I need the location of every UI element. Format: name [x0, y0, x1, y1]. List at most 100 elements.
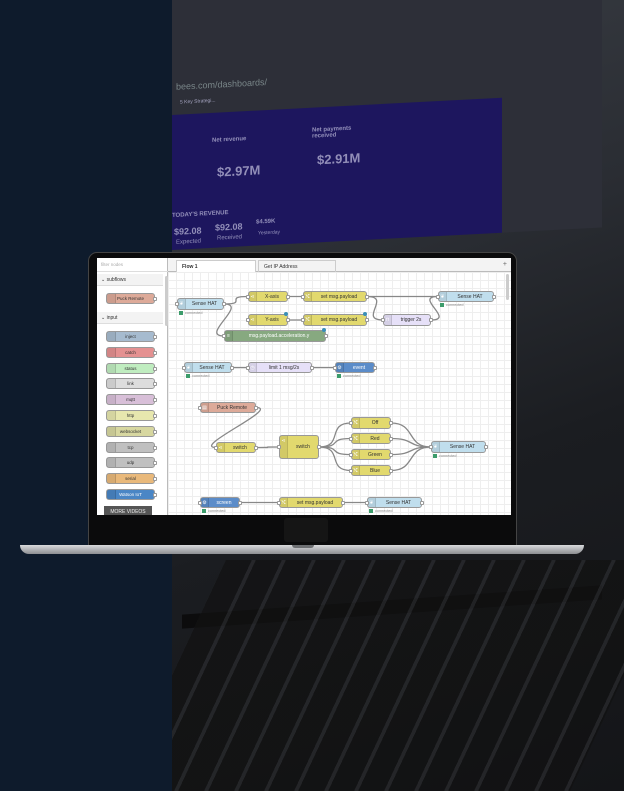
output-port[interactable]: [492, 294, 496, 299]
output-port[interactable]: [389, 452, 393, 457]
flow-node-xaxis[interactable]: ⋖X-axis: [246, 291, 290, 302]
flow-node-green[interactable]: ⤭Green: [349, 449, 393, 460]
input-port[interactable]: [222, 334, 226, 338]
flow-node-event[interactable]: ⚙event: [333, 362, 377, 373]
output-port[interactable]: [254, 445, 258, 450]
input-port[interactable]: [198, 500, 202, 505]
input-port[interactable]: [301, 318, 305, 322]
more-videos-button[interactable]: MORE VIDEOS: [104, 506, 152, 515]
status-dot-icon: [337, 374, 341, 378]
flow-node-hat2[interactable]: ❦Sense HAT: [182, 362, 234, 373]
canvas-scrollbar[interactable]: [506, 274, 509, 300]
tab-get-ip-address[interactable]: Get IP Address: [258, 260, 336, 272]
input-port[interactable]: [246, 294, 250, 299]
input-port[interactable]: [198, 405, 202, 410]
output-port[interactable]: [429, 318, 433, 322]
palette-node-puck-remote[interactable]: Puck Remote: [106, 293, 157, 304]
flow-node-hat4[interactable]: ❦Sense HAT: [365, 497, 424, 508]
output-port[interactable]: [230, 365, 234, 370]
flow-node-screen[interactable]: ⚙screen: [198, 497, 242, 508]
flow-node-blue[interactable]: ⤭Blue: [349, 465, 393, 476]
output-port[interactable]: [389, 421, 393, 425]
input-port[interactable]: [333, 365, 337, 370]
output-port[interactable]: [254, 405, 258, 410]
palette-node-websocket[interactable]: websocket: [106, 425, 157, 437]
flow-node-trigger[interactable]: ⊓trigger 2s: [381, 314, 433, 326]
palette-scrollbar[interactable]: [165, 276, 168, 326]
input-port[interactable]: [301, 294, 305, 299]
flow-node-limit[interactable]: ◷limit 1 msg/2s: [246, 362, 314, 373]
output-port[interactable]: [420, 500, 424, 505]
add-tab-button[interactable]: +: [502, 261, 507, 268]
wire-hat1-xaxis[interactable]: [223, 295, 249, 305]
input-port[interactable]: [436, 294, 440, 299]
flow-node-sw2[interactable]: ⋖switch: [277, 435, 321, 459]
output-port[interactable]: [222, 302, 226, 306]
wire-sw2-green[interactable]: [318, 446, 352, 456]
output-port[interactable]: [286, 318, 290, 322]
output-port[interactable]: [317, 445, 321, 449]
flow-node-sw1[interactable]: ⋖switch: [214, 442, 258, 453]
wire-hat1-accel[interactable]: [216, 303, 232, 337]
wire-red-hat3[interactable]: [390, 437, 432, 448]
output-port[interactable]: [365, 294, 369, 299]
input-port[interactable]: [349, 468, 353, 473]
flow-node-puck[interactable]: ▤Puck Remote: [198, 402, 258, 413]
input-port[interactable]: [214, 445, 218, 450]
wire-blue-hat3[interactable]: [390, 446, 432, 472]
palette-node-link[interactable]: link: [106, 378, 157, 390]
wire-puck-sw1[interactable]: [211, 406, 261, 449]
palette-node-mqtt[interactable]: mqtt: [106, 394, 157, 406]
input-port[interactable]: [175, 302, 179, 306]
output-port[interactable]: [484, 445, 488, 449]
palette-node-http[interactable]: http: [106, 410, 157, 421]
palette-node-inject[interactable]: inject: [106, 331, 157, 342]
input-port[interactable]: [246, 318, 250, 322]
output-port[interactable]: [389, 436, 393, 441]
input-port[interactable]: [349, 452, 353, 457]
output-port[interactable]: [373, 365, 377, 370]
input-port[interactable]: [349, 421, 353, 425]
filter-nodes-input[interactable]: filter nodes: [97, 258, 168, 272]
input-port[interactable]: [277, 500, 281, 505]
output-port[interactable]: [389, 468, 393, 473]
palette-node-status[interactable]: status: [106, 362, 157, 374]
input-port[interactable]: [381, 318, 385, 322]
input-port[interactable]: [365, 500, 369, 505]
flow-node-yaxis[interactable]: ⋖Y-axis: [246, 312, 290, 326]
flow-node-red[interactable]: ⤭Red: [349, 433, 393, 444]
output-port[interactable]: [341, 500, 345, 505]
flow-node-set3[interactable]: ⤭set msg.payload: [277, 497, 345, 508]
palette-node-catch[interactable]: catch: [106, 346, 157, 358]
output-port[interactable]: [365, 318, 369, 322]
flow-node-accel[interactable]: ≡msg.payload.acceleration.y: [222, 328, 328, 342]
wire-sw1-sw2[interactable]: [255, 446, 280, 449]
wire-sw2-red[interactable]: [318, 437, 352, 448]
flow-node-set1[interactable]: ⤭set msg.payload: [301, 291, 369, 302]
palette-node-serial[interactable]: serial: [106, 473, 157, 485]
category-subflows[interactable]: ⌄ subflows: [97, 274, 163, 286]
input-port[interactable]: [246, 365, 250, 370]
input-port[interactable]: [182, 365, 186, 370]
flow-node-hatr[interactable]: ❦Sense HAT: [436, 291, 496, 302]
output-port[interactable]: [324, 334, 328, 338]
palette-node-tcp[interactable]: tcp: [106, 441, 157, 453]
output-port[interactable]: [286, 294, 290, 299]
tab-flow-1[interactable]: Flow 1: [176, 260, 256, 272]
input-port[interactable]: [277, 445, 281, 449]
input-port[interactable]: [349, 436, 353, 441]
wire-sw2-blue[interactable]: [318, 446, 352, 472]
output-port[interactable]: [238, 500, 242, 505]
output-port[interactable]: [310, 365, 314, 370]
flow-node-hat3[interactable]: ❦Sense HAT: [429, 441, 488, 453]
category-input[interactable]: ⌄ input: [97, 312, 163, 324]
wire-trigger-hatr[interactable]: [429, 295, 440, 321]
flow-node-hat1[interactable]: ❦Sense HAT: [175, 298, 226, 310]
flow-node-set2[interactable]: ⤭set msg.payload: [301, 312, 369, 326]
palette-node-watson-iot[interactable]: Watson IoT: [106, 489, 157, 500]
wire-set1-trigger[interactable]: [366, 295, 384, 321]
input-port[interactable]: [429, 445, 433, 449]
flow-node-off[interactable]: ⤭Off: [349, 417, 393, 429]
palette-node-udp[interactable]: udp: [106, 457, 157, 469]
